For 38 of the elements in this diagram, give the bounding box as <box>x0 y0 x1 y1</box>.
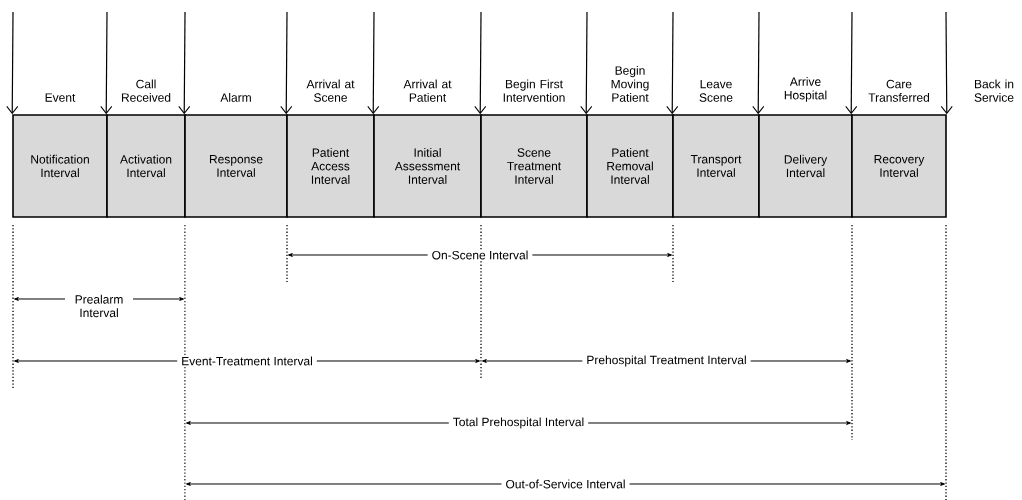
arrow <box>178 11 191 114</box>
dimension-label: Prealarm Interval <box>65 293 133 319</box>
arrow <box>100 11 113 114</box>
dimension-label: Out-of-Service Interval <box>501 478 630 490</box>
interval-box: Activation Interval <box>106 114 186 218</box>
dimension-label: Prehospital Treatment Interval <box>582 354 751 368</box>
interval-box: Notification Interval <box>12 114 108 218</box>
milestone-label: Event <box>45 93 76 102</box>
milestone-label: Alarm <box>220 93 251 102</box>
interval-box: Transport Interval <box>672 114 760 218</box>
arrow <box>474 11 487 114</box>
arrow <box>752 11 765 114</box>
interval-box: Response Interval <box>184 114 288 218</box>
dimension-label: Total Prehospital Interval <box>448 416 589 430</box>
milestone-label: Arrive Hospital <box>784 77 827 102</box>
milestone-label: Arrival at Patient <box>403 79 452 102</box>
milestone-label: Back in Service <box>974 79 1014 102</box>
interval-box: Delivery Interval <box>758 114 853 218</box>
milestone-label: Leave Scene <box>699 79 733 102</box>
interval-box: Patient Removal Interval <box>586 114 674 218</box>
arrow <box>280 11 293 114</box>
arrow <box>6 11 19 114</box>
milestone-label: Care Transferred <box>868 79 929 102</box>
arrow <box>580 11 593 114</box>
interval-box: Initial Assessment Interval <box>373 114 482 218</box>
interval-box: Recovery Interval <box>851 114 947 218</box>
milestone-label: Begin Moving Patient <box>611 66 649 102</box>
dimension-label: On-Scene Interval <box>427 249 533 261</box>
interval-box: Patient Access Interval <box>286 114 375 218</box>
interval-box: Scene Treatment Interval <box>480 114 588 218</box>
arrow <box>666 11 679 114</box>
milestone-label: Begin First Intervention <box>503 79 565 102</box>
arrow <box>845 11 858 114</box>
milestone-label: Call Received <box>122 79 171 102</box>
milestone-label: Arrival at Scene <box>306 79 355 102</box>
arrow <box>367 11 380 114</box>
arrow <box>940 11 953 114</box>
dimension-label: Event-Treatment Interval <box>177 355 317 367</box>
